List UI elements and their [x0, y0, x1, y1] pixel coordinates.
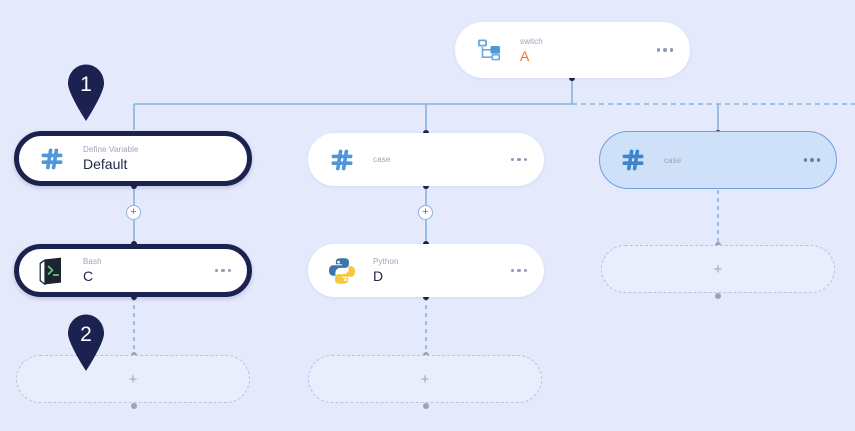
- placeholder-middle[interactable]: +: [308, 355, 542, 403]
- more-options-icon[interactable]: [510, 157, 527, 162]
- marker-pin-1: 1: [64, 63, 108, 121]
- node-case-right-text: case: [664, 155, 794, 166]
- node-case-middle-text: case: [373, 154, 501, 165]
- node-python-value: D: [373, 268, 384, 284]
- node-bash-label: Bash: [83, 257, 102, 266]
- node-define-variable-value: Default: [83, 156, 128, 172]
- port-switch-out: [569, 75, 575, 81]
- hash-icon: [35, 142, 69, 176]
- node-switch-label: switch: [520, 36, 543, 46]
- node-switch-value: A: [520, 47, 530, 64]
- python-icon: [325, 254, 359, 288]
- node-python-label: Python: [373, 257, 399, 266]
- node-bash[interactable]: Bash C: [14, 244, 252, 297]
- add-node-on-edge-middle[interactable]: +: [418, 205, 433, 220]
- add-node-icon[interactable]: +: [420, 370, 430, 388]
- more-options-icon[interactable]: [214, 268, 231, 273]
- placeholder-left[interactable]: +: [16, 355, 250, 403]
- port-placeholder-middle-out: [423, 403, 429, 409]
- node-define-variable-label: Define Variable: [83, 145, 139, 154]
- port-bash-out: [131, 294, 137, 300]
- plus-icon: +: [422, 206, 429, 218]
- marker-pin-2-number: 2: [80, 323, 92, 346]
- port-define-variable-out: [131, 183, 137, 189]
- node-python[interactable]: Python D: [308, 244, 544, 297]
- hash-icon: [325, 143, 359, 177]
- marker-pin-2: 2: [64, 313, 108, 371]
- port-placeholder-right-out: [715, 293, 721, 299]
- placeholder-right[interactable]: +: [601, 245, 835, 293]
- node-case-middle-label: case: [373, 155, 391, 164]
- marker-pin-1-number: 1: [80, 73, 92, 96]
- port-placeholder-left-out: [131, 403, 137, 409]
- add-node-icon[interactable]: +: [128, 370, 138, 388]
- more-options-icon[interactable]: [510, 268, 527, 273]
- node-define-variable[interactable]: Define Variable Default: [14, 131, 252, 186]
- add-node-icon[interactable]: +: [713, 260, 723, 278]
- switch-icon: [472, 33, 506, 67]
- port-python-out: [423, 294, 429, 300]
- node-switch[interactable]: switch A: [455, 22, 690, 78]
- node-case-right[interactable]: case: [599, 131, 837, 189]
- node-python-text: Python D: [373, 256, 501, 285]
- hash-icon: [616, 143, 650, 177]
- more-options-icon[interactable]: [803, 158, 820, 162]
- port-case-middle-out: [423, 183, 429, 189]
- more-options-icon[interactable]: [656, 48, 673, 52]
- plus-icon: +: [130, 206, 137, 218]
- node-define-variable-text: Define Variable Default: [83, 144, 231, 173]
- node-bash-text: Bash C: [83, 256, 205, 285]
- add-node-on-edge-left[interactable]: +: [126, 205, 141, 220]
- node-case-middle[interactable]: case: [308, 133, 544, 186]
- node-case-right-label: case: [664, 155, 682, 165]
- bash-terminal-icon: [35, 254, 69, 288]
- node-switch-text: switch A: [520, 36, 647, 65]
- node-bash-value: C: [83, 268, 94, 284]
